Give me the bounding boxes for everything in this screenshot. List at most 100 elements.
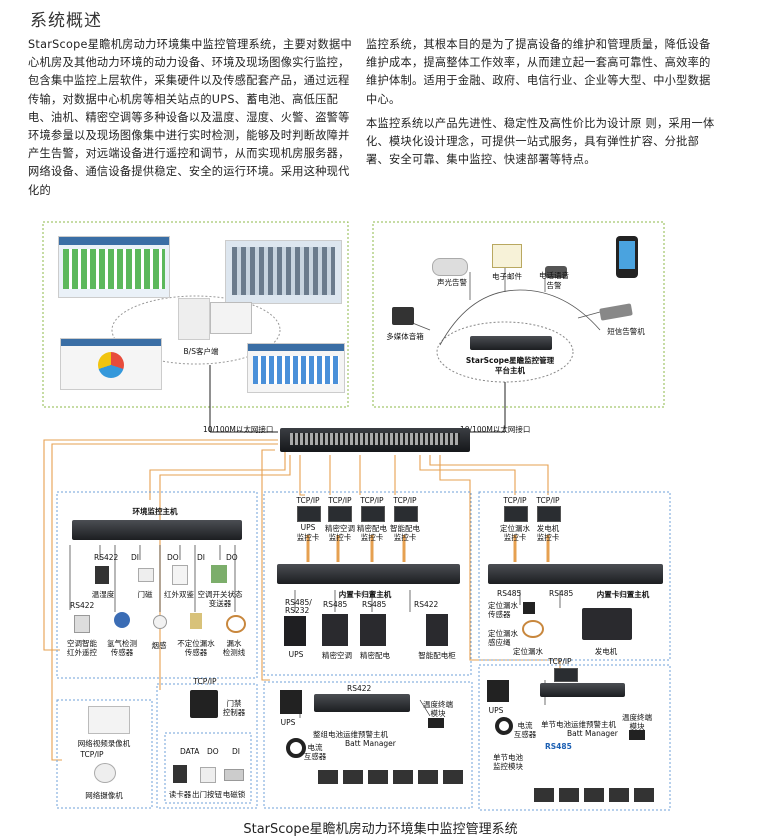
ac-switch-transmitter: [211, 565, 227, 583]
temp2-label-1: 温度终端: [622, 713, 652, 722]
battery-cell: [634, 788, 654, 802]
ac-ir-controller: [74, 615, 90, 633]
footer-caption: StarScope星瞻机房动力环境集中监控管理系统: [243, 822, 518, 837]
mag-lock-device: [224, 769, 244, 781]
mag-lock-label: 电磁锁: [222, 790, 246, 799]
battery-cell: [584, 788, 604, 802]
precision-ac-device: [322, 614, 348, 646]
rs485-label-c: RS485: [497, 589, 522, 598]
gas-label-1: 氢气检测: [107, 639, 137, 648]
temp2-label-2: 模块: [629, 722, 645, 731]
ac-switch-label-2: 变送器: [208, 599, 232, 608]
card-spd-label-1: 智能配电: [390, 524, 420, 533]
cell-module-label-2: 监控模块: [493, 762, 523, 771]
battery-cell: [609, 788, 629, 802]
generator-monitor-card: [537, 506, 561, 522]
smart-cabinet-label: 智能配电柜: [418, 651, 456, 660]
ac-ir-label-2: 红外遥控: [67, 648, 97, 657]
card-spd-label-2: 监控卡: [393, 533, 417, 542]
net-interface-left: 10/100M以太网接口: [203, 425, 274, 434]
batt-host-label-2: Batt Manager: [345, 739, 396, 748]
access-ctrl-label-1: 门禁: [226, 699, 242, 708]
intro-right: 监控系统，其根本目的是为了提高设备的维护和管理质量，降低设备维护成本，提高整体工…: [366, 36, 716, 175]
inner-host-label: 内置卡归置主机: [338, 590, 392, 599]
dashboard-screenshot-1: [58, 236, 170, 298]
rs485-label-d: RS485: [549, 589, 574, 598]
card-ac-label-1: 精密空调: [325, 524, 355, 533]
camera-label: 网络摄像机: [85, 791, 123, 800]
camera-device: [94, 763, 116, 783]
smoke-sensor: [153, 615, 167, 629]
intro-right-paragraph-2: 本监控系统以产品先进性、稳定性及高性价比为设计原 则，采用一体化、模块化设计理念…: [366, 116, 715, 167]
batt2-host-label-1: 单节电池运维预警主机: [541, 720, 616, 729]
generator-device: [582, 608, 632, 640]
rs422-label-b: RS422: [70, 601, 95, 610]
di-label-1: DI: [131, 553, 139, 562]
leak-sensor-label-2: 传感器: [488, 610, 511, 619]
inner-host-2-label: 内置卡归置主机: [596, 590, 650, 599]
nvr-label: 网络视频录像机: [77, 739, 131, 748]
intro-right-paragraph-1: 监控系统，其根本目的是为了提高设备的维护和管理质量，降低设备维护成本，提高整体工…: [366, 38, 711, 106]
ir-sensor: [172, 565, 188, 585]
temp-module-label-2: 模块: [430, 709, 446, 718]
leak-sensor-label-1: 定位漏水: [488, 601, 518, 610]
ct2-label-1: 电流: [517, 721, 533, 730]
precision-pd-label: 精密配电: [360, 651, 390, 660]
client-computer: [210, 302, 252, 334]
rs422-label-a: RS422: [94, 553, 119, 562]
door-magnet-sensor: [138, 568, 154, 582]
env-host-label: 环境监控主机: [132, 507, 178, 516]
ct-label-1: 电流: [307, 743, 323, 752]
temp-humidity-sensor: [95, 566, 109, 584]
leak-pos-label: 定位漏水: [513, 647, 543, 656]
batt2-card: [554, 668, 578, 682]
voice-alarm-label-2: 告警: [546, 281, 562, 290]
tcpip-label-1: TCP/IP: [296, 496, 320, 505]
leak-label-1: 不定位漏水: [177, 639, 215, 648]
inner-card-host-2: [488, 564, 663, 584]
leak-label-2: 传感器: [184, 648, 208, 657]
leak-rope-label-2: 检测线: [222, 648, 246, 657]
speaker-label: 多媒体音箱: [386, 332, 424, 341]
client-speaker: [178, 298, 210, 340]
network-switch: [280, 428, 470, 452]
card-leak-label-1: 定位漏水: [500, 524, 530, 533]
bs-client-label: B/S客户端: [183, 347, 219, 356]
temp-module-device: [428, 718, 444, 728]
hydrogen-sensor: [114, 612, 130, 628]
battery-cell: [559, 788, 579, 802]
sms-alarm-label: 短信告警机: [607, 327, 645, 336]
temp2-module-device: [629, 730, 645, 740]
tcpip-label-3: TCP/IP: [360, 496, 384, 505]
card-pd-label-1: 精密配电: [357, 524, 387, 533]
temp-hum-label: 温湿度: [91, 590, 115, 599]
ac-ir-label-1: 空调智能: [67, 639, 97, 648]
ups-monitor-card: [297, 506, 321, 522]
battery-cell: [534, 788, 554, 802]
sound-alarm-label: 声光告警: [437, 278, 467, 287]
batt2-host-label-2: Batt Manager: [567, 729, 618, 738]
platform-host-device: [470, 336, 552, 350]
tcpip-label-6: TCP/IP: [536, 496, 560, 505]
pd-monitor-card: [361, 506, 385, 522]
card-pd-label-2: 监控卡: [360, 533, 384, 542]
battery-cell: [343, 770, 363, 784]
access-ctrl-label-2: 控制器: [222, 708, 246, 717]
nvr-device: [88, 706, 130, 734]
ct2-device: [495, 717, 513, 735]
gas-label-2: 传感器: [110, 648, 134, 657]
ac-switch-label-1: 空调开关状态: [197, 590, 243, 599]
rs485-label-1: RS485/: [285, 598, 312, 607]
do-label-2: DO: [226, 553, 238, 562]
phone-icon: [616, 236, 638, 278]
leak-rope2-label-2: 感应绳: [488, 638, 511, 647]
card-leak-label-2: 监控卡: [503, 533, 527, 542]
access-controller-device: [190, 690, 218, 718]
inner-card-host: [277, 564, 460, 584]
di-label-a: DI: [232, 747, 240, 756]
batt2-host-device: [540, 683, 625, 697]
generator-label: 发电机: [594, 647, 618, 656]
spd-monitor-card: [394, 506, 418, 522]
battery-cell: [368, 770, 388, 784]
smoke-label: 烟感: [151, 641, 167, 650]
